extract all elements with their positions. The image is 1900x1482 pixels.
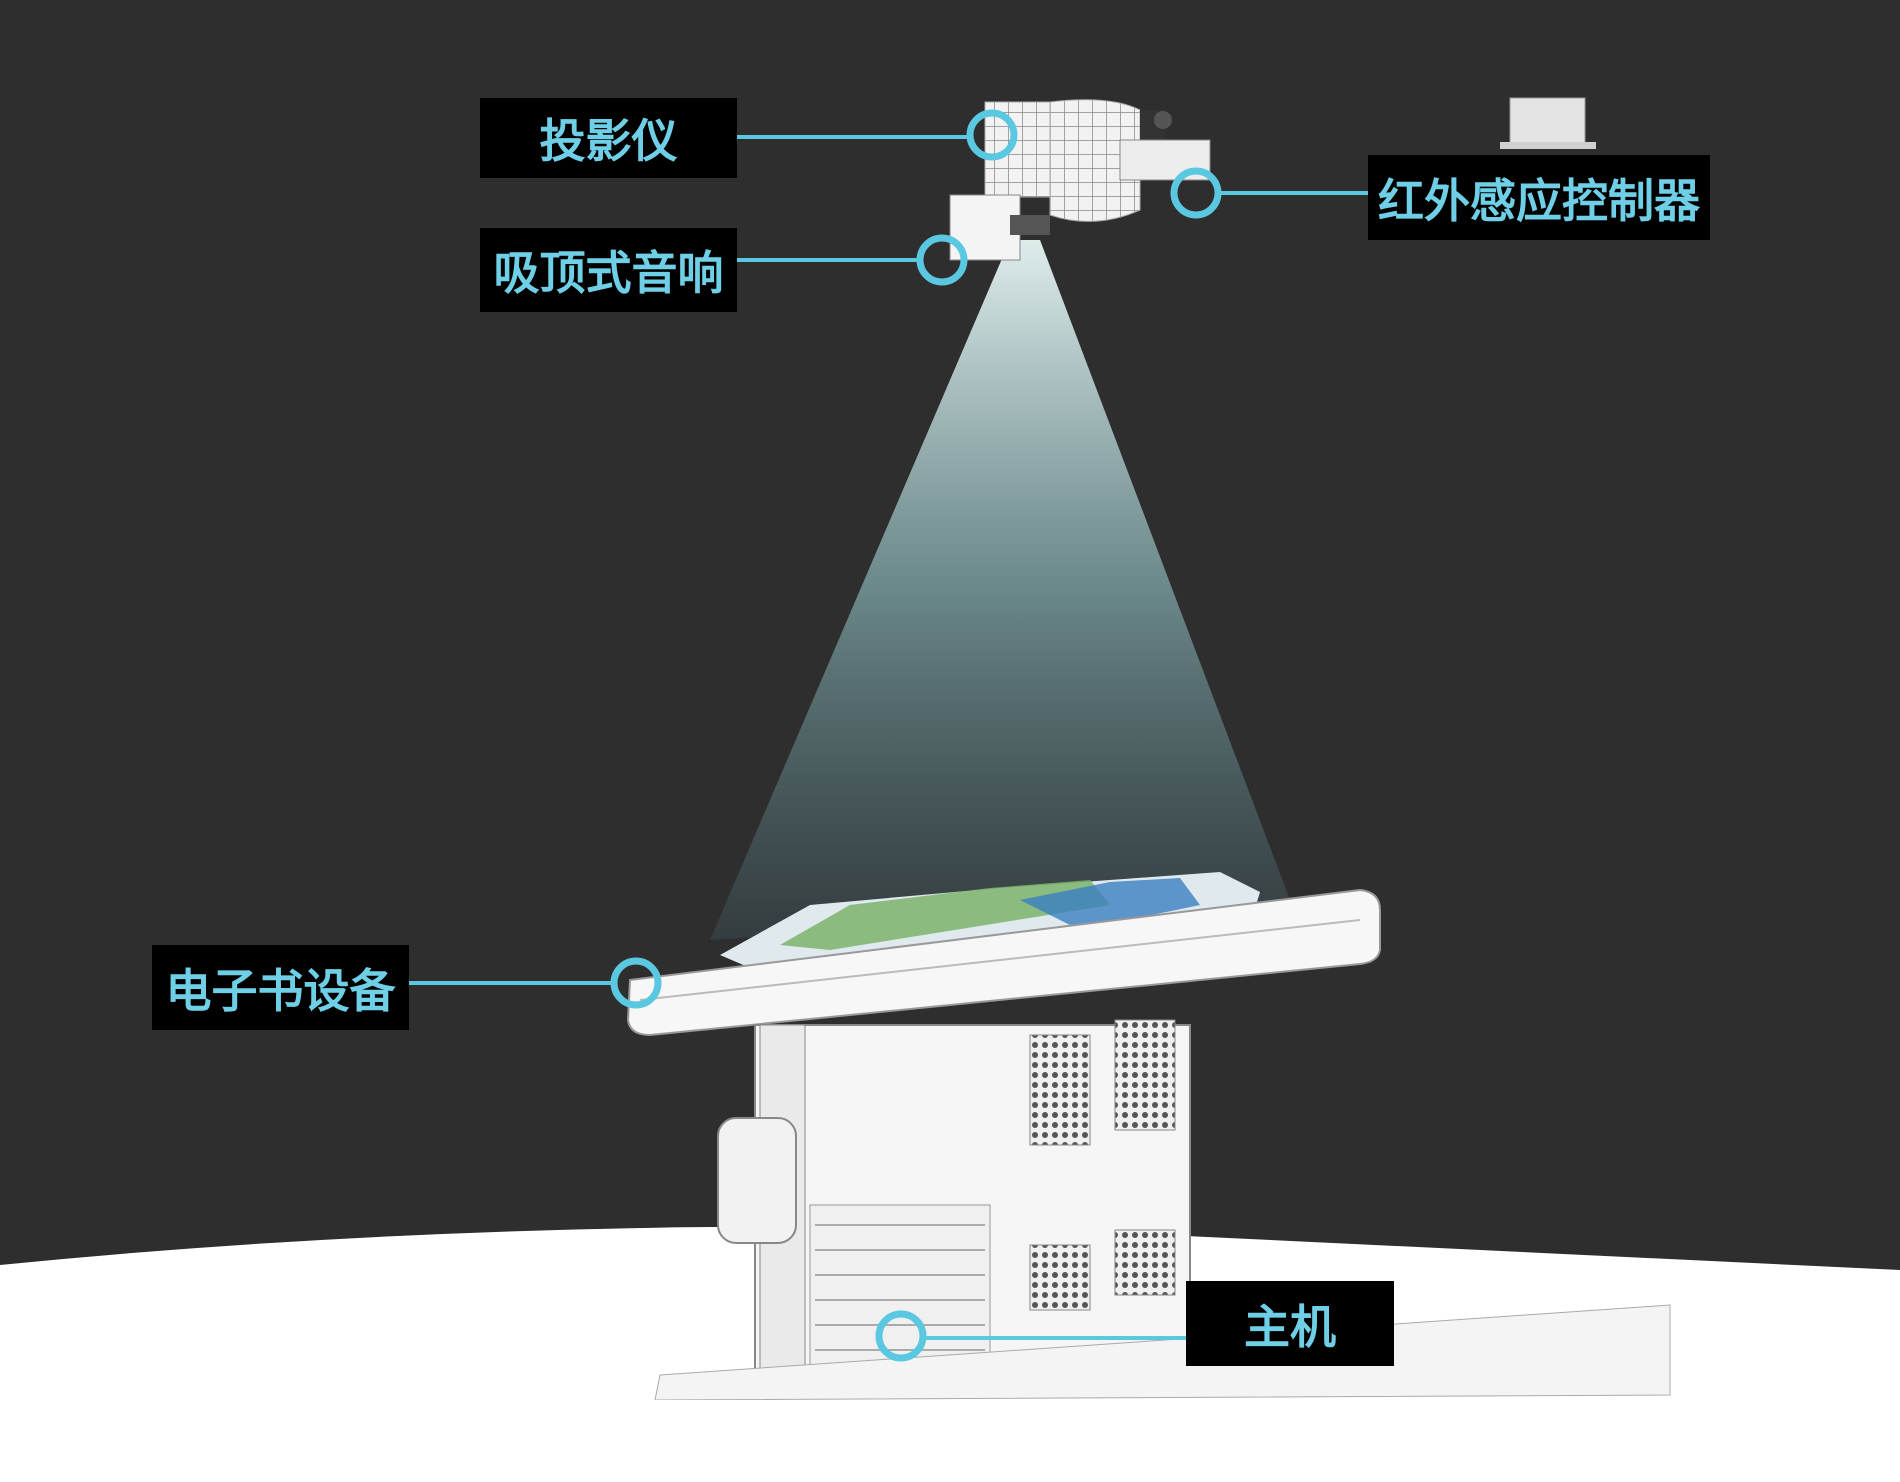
bottom-margin — [0, 1400, 1900, 1482]
projector-body — [984, 101, 1051, 198]
host-marker — [875, 1310, 927, 1362]
tabletop-edge — [639, 919, 1361, 1001]
ceiling-equipment — [949, 97, 1596, 261]
label-ceiling-speaker: 吸顶式音响 — [480, 228, 737, 312]
callout-markers — [610, 109, 1222, 1362]
diagram-canvas: 投影仪 吸顶式音响 红外感应控制器 电子书设备 主机 — [0, 0, 1900, 1400]
side-handle — [717, 1117, 797, 1244]
projector-marker — [966, 109, 1018, 161]
projector-lens-housing — [1049, 99, 1141, 222]
ir-controller-marker — [1170, 167, 1222, 219]
projection-beam — [710, 240, 1290, 940]
ceiling-fixture — [1509, 97, 1586, 147]
label-host: 主机 — [1186, 1281, 1394, 1366]
ebook-kiosk — [626, 872, 1671, 1400]
ebook-marker — [610, 957, 662, 1009]
diagram-artwork — [0, 97, 1900, 1400]
label-ir-controller: 红外感应控制器 — [1368, 155, 1710, 240]
speaker-marker — [916, 234, 968, 286]
door-louvers — [815, 1224, 985, 1351]
ceiling-fixture-base — [1500, 142, 1596, 149]
screen-content-map — [780, 880, 1110, 950]
ir-controller-box — [1119, 139, 1211, 181]
vent-lower-left — [1029, 1244, 1091, 1311]
label-projector: 投影仪 — [480, 98, 737, 178]
callout-lines — [409, 135, 1368, 1340]
projector-bottom — [1010, 215, 1050, 235]
kiosk-tabletop — [626, 888, 1381, 1037]
vent-lower-right — [1114, 1229, 1176, 1296]
camera-lens — [1154, 111, 1172, 129]
label-ebook-device: 电子书设备 — [152, 945, 409, 1030]
vent-upper-right — [1114, 1019, 1176, 1131]
screen-content-water — [1020, 878, 1200, 930]
vent-upper-left — [1029, 1034, 1091, 1146]
